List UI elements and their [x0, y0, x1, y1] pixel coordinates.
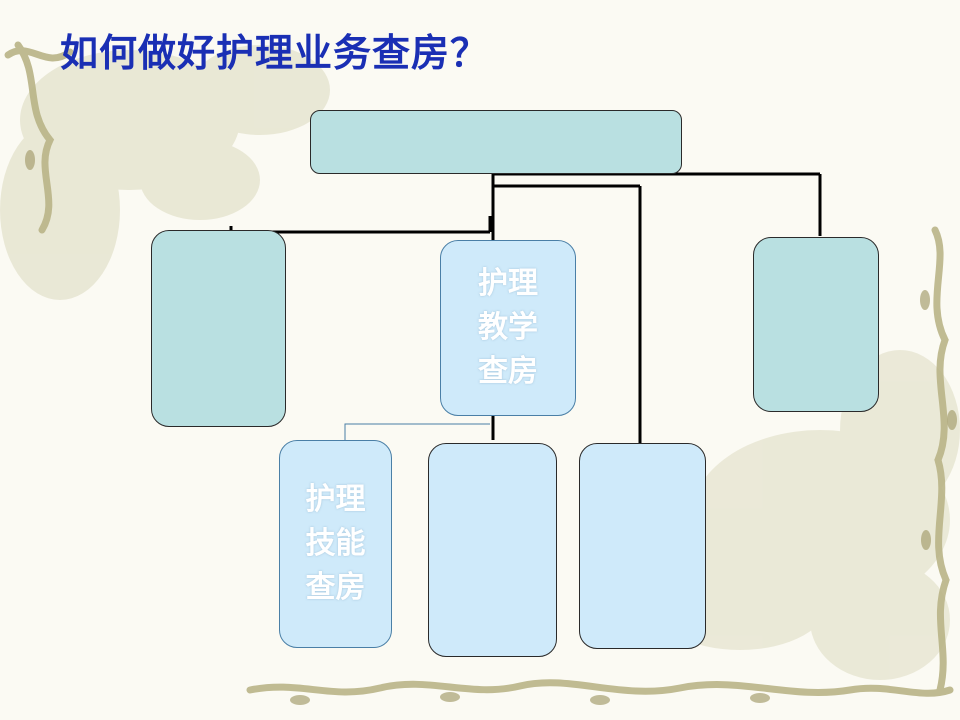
page-title: 如何做好护理业务查房？	[60, 30, 490, 75]
skill-rounds-label: 护理 技能 查房	[305, 482, 366, 605]
connector-skill	[344, 423, 490, 440]
bottom-right-node	[579, 443, 706, 649]
left-node	[151, 230, 286, 427]
skill-rounds-node: 护理 技能 查房	[279, 440, 392, 648]
teaching-rounds-node: 护理 教学 查房	[440, 240, 576, 416]
bottom-middle-node	[428, 443, 557, 657]
teaching-rounds-label: 护理 教学 查房	[478, 266, 538, 389]
right-node	[753, 237, 879, 412]
root-node	[310, 110, 682, 174]
